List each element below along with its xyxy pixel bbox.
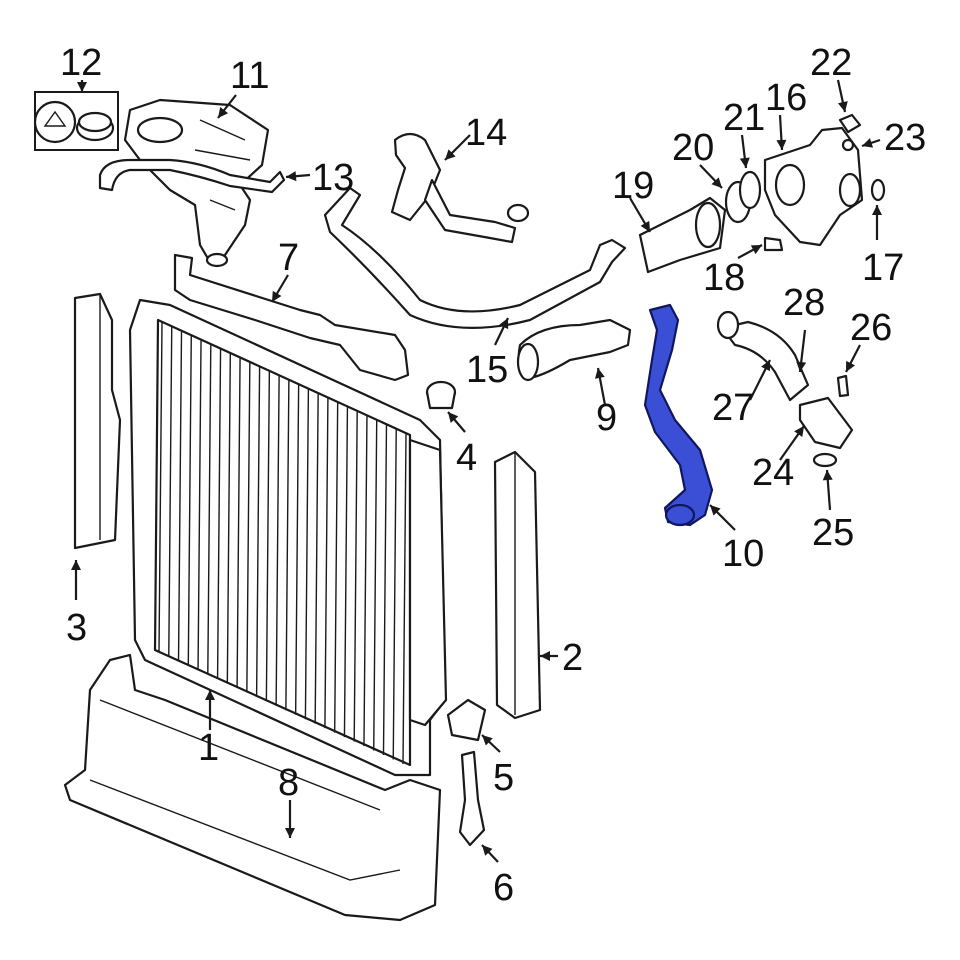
callout-10: 10 [722,533,764,575]
callout-17: 17 [862,247,904,289]
callout-5: 5 [493,757,514,799]
callout-9: 9 [596,397,617,439]
callout-18: 18 [703,257,745,299]
callout-8: 8 [278,762,299,804]
leader-lines [71,79,882,863]
callout-4: 4 [456,437,477,479]
reservoir-hose [98,158,286,194]
coolant-pipe-fitting [798,396,854,450]
coolant-reservoir [123,98,270,268]
callout-19: 19 [612,165,654,207]
callout-23: 23 [884,117,926,159]
callout-12: 12 [60,42,102,84]
o-ring [870,178,886,202]
coolant-outlet [638,196,727,274]
thermostat-housing [763,126,864,247]
thermostat-gasket [738,170,762,210]
right-side-seal [493,450,542,720]
cap-inset-box [33,91,119,151]
callout-24: 24 [752,452,794,494]
highlighted-lower-hose [643,303,714,527]
callout-14: 14 [465,112,507,154]
callout-15: 15 [466,349,508,391]
callout-21: 21 [723,97,765,139]
drain-sensor [458,750,486,847]
callout-1: 1 [198,727,219,769]
gasket-ring [812,452,838,468]
stud-bolt [836,374,850,398]
callout-28: 28 [783,282,825,324]
bolt [763,236,784,252]
callout-27: 27 [712,387,754,429]
callout-25: 25 [812,512,854,554]
radiator-mount [425,380,457,410]
callout-20: 20 [672,127,714,169]
intake-hose [516,318,632,382]
lower-air-deflector [63,653,442,922]
callout-13: 13 [312,157,354,199]
radiator [128,298,448,777]
sensor [838,113,862,134]
elbow-hose [716,310,810,402]
upper-radiator-support [173,253,410,382]
callout-labels: 1 2 3 4 5 6 7 8 9 10 11 12 13 14 15 16 1… [60,42,926,909]
callout-6: 6 [493,867,514,909]
lower-bracket [446,698,487,742]
callout-22: 22 [810,42,852,84]
upper-hose-assembly [390,132,530,244]
callout-3: 3 [66,607,87,649]
callout-2: 2 [562,637,583,679]
callout-26: 26 [850,307,892,349]
callout-16: 16 [765,77,807,119]
long-coolant-hose [323,186,627,329]
radiator-fins [158,321,407,765]
callout-7: 7 [278,237,299,279]
left-side-seal [73,292,122,550]
callout-11: 11 [230,55,269,97]
small-o-ring [841,138,855,152]
